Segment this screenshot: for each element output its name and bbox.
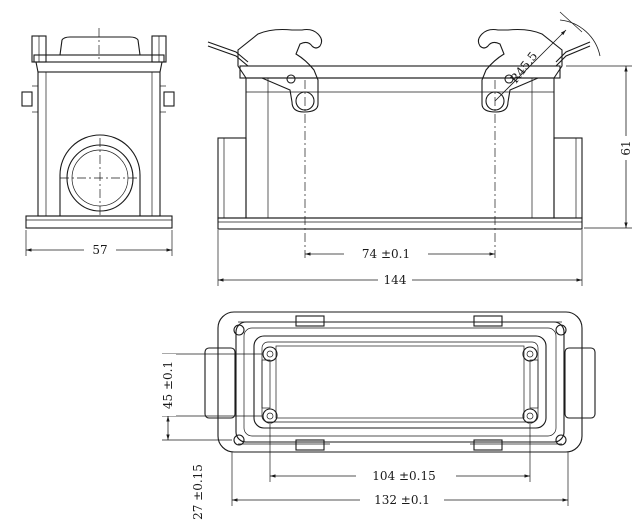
dim-bottom-inner-length: 104 ±0.15 xyxy=(372,469,436,483)
side-view xyxy=(207,11,601,258)
front-view xyxy=(21,28,175,229)
dim-bottom-offset: 27 ±0.15 xyxy=(191,464,205,520)
dim-front-width: 57 xyxy=(92,243,107,257)
bottom-view xyxy=(162,311,596,506)
dim-hole-spacing: 74 ±0.1 xyxy=(362,247,410,261)
dimension-lines xyxy=(25,65,632,502)
dim-bottom-outer-length: 132 ±0.1 xyxy=(374,493,430,507)
dim-overall-length: 144 xyxy=(384,273,407,287)
dim-height: 61 xyxy=(619,140,633,155)
dim-bottom-height: 45 ±0.1 xyxy=(161,361,175,409)
dim-radius: R45.5 xyxy=(507,49,540,86)
